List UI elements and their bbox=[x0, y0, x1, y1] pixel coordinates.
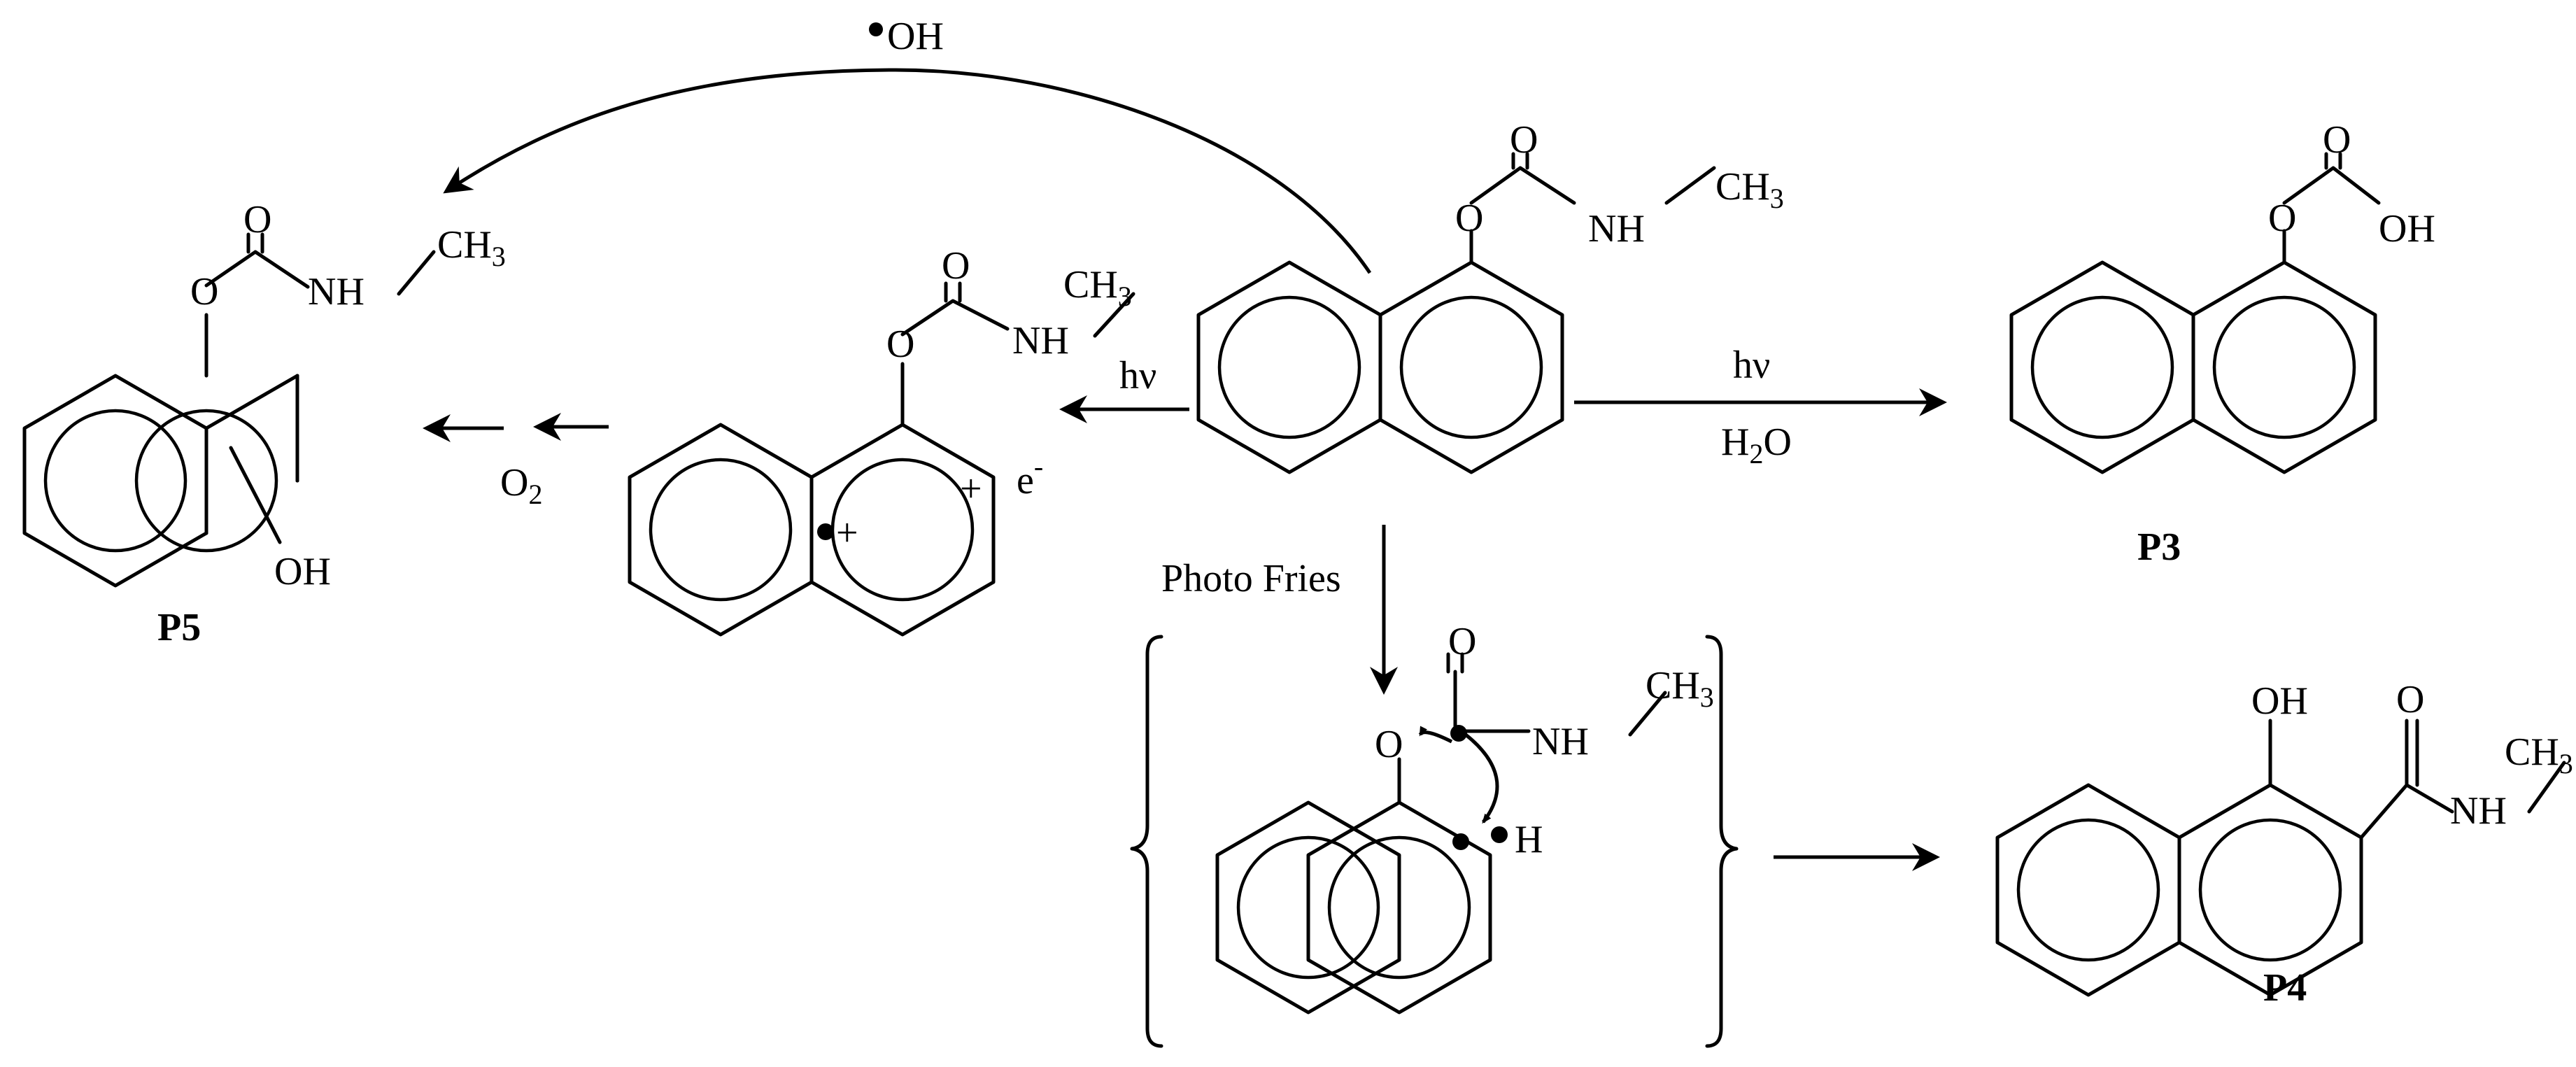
p3-oh: OH bbox=[2379, 207, 2435, 250]
fries-naphthalene bbox=[1215, 800, 1492, 1015]
fries-chain-bonds bbox=[1397, 652, 1667, 805]
right-bracket bbox=[1705, 635, 1739, 1048]
radical-cation-ch3: CH3 bbox=[1063, 263, 1132, 312]
carbaryl-naphthalene bbox=[1196, 260, 1564, 474]
hv-label-left: hν bbox=[1119, 354, 1156, 397]
fries-radical-dot-2 bbox=[1491, 826, 1508, 843]
p4-chain-bonds bbox=[2268, 719, 2566, 840]
p4-nh: NH bbox=[2450, 789, 2507, 833]
radical-cation-dot bbox=[817, 523, 834, 540]
hv-label-right: hν bbox=[1733, 344, 1770, 387]
fries-ch3: CH3 bbox=[1646, 664, 1714, 713]
plus-sign: + bbox=[960, 467, 982, 511]
fries-o-ester: O bbox=[1375, 723, 1403, 766]
left-bracket bbox=[1130, 635, 1163, 1048]
p3-molecule: O O OH P3 bbox=[2009, 118, 2435, 569]
carbaryl-o-ester: O bbox=[1455, 197, 1483, 240]
radical-cation-o-ester: O bbox=[886, 323, 914, 366]
fries-radical-dot-1 bbox=[1450, 725, 1467, 742]
p4-naphthalene bbox=[1995, 783, 2363, 997]
fries-o-carbonyl: O bbox=[1448, 620, 1476, 663]
radical-cation-chain-bonds bbox=[900, 281, 1135, 427]
radical-cation-molecule: + O O NH CH3 bbox=[628, 244, 1135, 637]
p5-oh: OH bbox=[274, 550, 331, 593]
p5-molecule: O O NH CH3 OH P5 bbox=[22, 198, 506, 649]
p5-ch3: CH3 bbox=[437, 223, 506, 272]
carbaryl-molecule: O O NH CH3 bbox=[1196, 118, 1784, 474]
p3-chain-bonds bbox=[2282, 152, 2381, 264]
p5-nh: NH bbox=[308, 270, 365, 313]
p4-oh: OH bbox=[2251, 679, 2308, 723]
radical-cation-naphthalene bbox=[628, 423, 996, 637]
p3-o-carbonyl: O bbox=[2323, 118, 2351, 162]
p3-o-ester: O bbox=[2268, 197, 2296, 240]
oh-radical-arrow bbox=[443, 68, 1372, 274]
carbaryl-chain-bonds bbox=[1469, 152, 1716, 264]
p3-naphthalene bbox=[2009, 260, 2377, 474]
p5-o-carbonyl: O bbox=[243, 198, 271, 241]
carbaryl-o-carbonyl: O bbox=[1510, 118, 1538, 162]
electron-label: e- bbox=[1017, 451, 1043, 502]
fries-electron-arrow-2 bbox=[1464, 733, 1499, 824]
p4-molecule: OH O NH CH3 P4 bbox=[1995, 678, 2573, 1010]
fries-electron-arrow-1 bbox=[1418, 726, 1453, 744]
p5-label: P5 bbox=[157, 606, 201, 649]
carbaryl-nh: NH bbox=[1588, 207, 1645, 250]
p5-chain-bonds bbox=[204, 232, 436, 544]
p4-label: P4 bbox=[2263, 966, 2307, 1010]
h2o-label: H2O bbox=[1721, 421, 1792, 469]
photo-fries-intermediate: O O NH CH3 H bbox=[1130, 620, 1739, 1048]
carbaryl-ch3: CH3 bbox=[1715, 165, 1784, 214]
p4-ch3: CH3 bbox=[2505, 730, 2573, 779]
fries-nh: NH bbox=[1532, 720, 1589, 763]
oh-radical-dot bbox=[869, 22, 883, 36]
fries-radical-dot-3 bbox=[1452, 833, 1469, 850]
photo-fries-label: Photo Fries bbox=[1161, 557, 1341, 600]
radical-cation-o-carbonyl: O bbox=[942, 244, 970, 288]
p5-naphthalene bbox=[22, 374, 299, 588]
p5-o-ester: O bbox=[190, 270, 218, 313]
radical-cation-charge: + bbox=[836, 511, 858, 555]
p4-o-carbonyl: O bbox=[2396, 678, 2424, 721]
p3-label: P3 bbox=[2137, 525, 2181, 569]
radical-cation-nh: NH bbox=[1012, 319, 1069, 362]
oh-radical-label: OH bbox=[887, 15, 944, 58]
fries-h: H bbox=[1515, 818, 1543, 861]
o2-label: O2 bbox=[500, 461, 542, 510]
